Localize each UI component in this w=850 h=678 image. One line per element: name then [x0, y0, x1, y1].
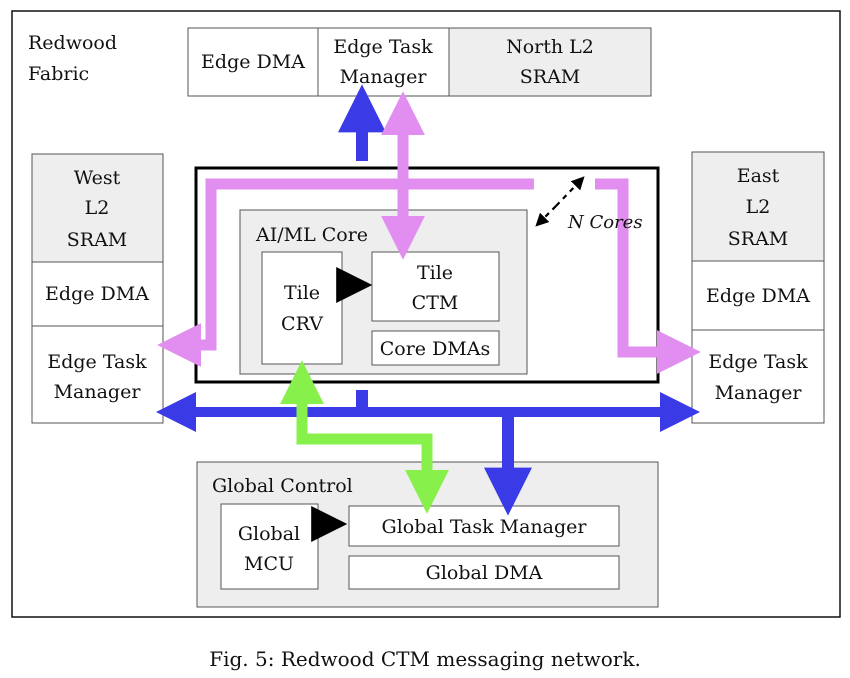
north-sram-line2: SRAM — [520, 66, 581, 88]
violet-path-west — [157, 178, 534, 367]
global-dma-label: Global DMA — [426, 562, 543, 584]
global-task-manager-label: Global Task Manager — [382, 516, 588, 538]
north-l2-sram-box — [448, 27, 652, 97]
tile-crv-box — [261, 251, 343, 365]
north-task-manager-line1: Edge Task — [333, 36, 433, 58]
global-mcu-line1: Global — [238, 523, 300, 545]
tile-ctm-line2: CTM — [412, 292, 459, 314]
west-sram-line1: West — [74, 167, 121, 189]
core-dmas-box — [371, 330, 500, 366]
core-dmas-label: Core DMAs — [380, 338, 491, 360]
global-control-label: Global Control — [212, 475, 353, 497]
ai-ml-core-label: AI/ML Core — [255, 224, 368, 246]
west-sram-line2: L2 — [85, 197, 110, 219]
tile-crv-line2: CRV — [281, 313, 323, 335]
east-edge-dma-box — [691, 260, 825, 331]
east-sram-line3: SRAM — [728, 228, 789, 250]
north-edge-dma-box — [187, 27, 319, 97]
west-edge-task-manager-box — [31, 325, 164, 424]
fabric-label-line2: Fabric — [28, 63, 89, 85]
east-sram-line2: L2 — [746, 196, 771, 218]
violet-path-east — [595, 178, 701, 374]
global-dma-box — [348, 555, 620, 590]
west-edge-dma-label: Edge DMA — [45, 283, 149, 305]
figure-caption: Fig. 5: Redwood CTM messaging network. — [209, 647, 641, 671]
west-l2-sram-box — [31, 153, 164, 263]
west-task-manager-line1: Edge Task — [47, 351, 147, 373]
west-edge-dma-box — [31, 261, 164, 327]
tile-crv-line1: Tile — [284, 282, 320, 304]
north-edge-dma-label: Edge DMA — [201, 51, 305, 73]
n-cores-dashed-arrow-a — [535, 205, 557, 227]
n-cores-label: N Cores — [567, 212, 643, 233]
east-task-manager-line2: Manager — [715, 382, 803, 404]
east-task-manager-line1: Edge Task — [708, 351, 808, 373]
global-mcu-line2: MCU — [244, 553, 294, 575]
east-edge-dma-label: Edge DMA — [706, 285, 810, 307]
fabric-label-line1: Redwood — [28, 32, 117, 54]
east-edge-task-manager-box — [691, 329, 825, 424]
west-sram-line3: SRAM — [67, 229, 128, 251]
tile-ctm-box — [371, 251, 500, 322]
north-sram-line1: North L2 — [506, 36, 594, 58]
north-task-manager-line2: Manager — [340, 66, 428, 88]
tile-ctm-line1: Tile — [417, 262, 453, 284]
global-mcu-box — [220, 503, 319, 590]
west-task-manager-line2: Manager — [54, 381, 142, 403]
east-sram-line1: East — [737, 165, 780, 187]
